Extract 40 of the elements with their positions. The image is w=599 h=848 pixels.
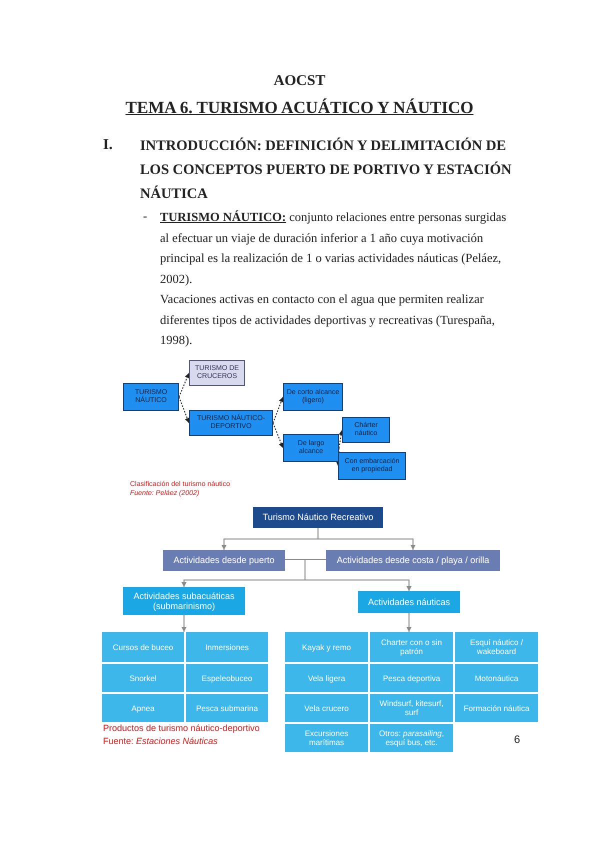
activity-cell: Otros: parasailing, esquí bus, etc. [370, 724, 453, 752]
definition-paragraph: TURISMO NÁUTICO: conjunto relaciones entre personas surgidas al efectuar un viaje de duración inferior a 1 año cuya motivación principal es la realización de 1 o varias actividades náuticas (Peláez, 2002). [160, 209, 508, 288]
activity-cell: Vela crucero [285, 694, 368, 722]
header-box: Turismo Náutico Recreativo [253, 507, 383, 528]
definition-paragraph: Vacaciones activas en contacto con el agua que permiten realizar diferentes tipos de actividades deportivas y recreativas (Turespaña, 1998). [160, 291, 496, 349]
category-box: Actividades desde puerto [163, 550, 285, 571]
arrow [178, 396, 190, 424]
section-number: I. [103, 136, 113, 155]
activity-cell: Esquí náutico / wakeboard [455, 632, 538, 662]
activity-cell: Vela ligera [285, 664, 368, 692]
activity-cell: Pesca submarina [186, 694, 268, 722]
category-box: Actividades desde costa / playa / orilla [326, 550, 500, 571]
category-box: Actividades subacuáticas (submarinismo) [123, 587, 245, 615]
activity-cell: Charter con o sin patrón [370, 632, 453, 662]
activity-cell: Windsurf, kitesurf, surf [370, 694, 453, 722]
section-heading: INTRODUCCIÓN: DEFINICIÓN Y DELIMITACIÓN DE LOS CONCEPTOS PUERTO DE PORTIVO Y ESTACIÓN NÁUTICA [140, 136, 512, 204]
source-note: Fuente: Estaciones Náuticas [103, 735, 218, 748]
arrow [182, 614, 186, 632]
figure-caption: Productos de turismo náutico-deportivo [103, 722, 260, 735]
activity-cell: Snorkel [102, 664, 184, 692]
arrow [304, 559, 412, 592]
activity-cell: Espeleobuceo [186, 664, 268, 692]
document-header: AOCST [272, 72, 326, 91]
arrow [406, 612, 412, 632]
page-number: 6 [514, 733, 520, 748]
activity-cell: Pesca deportiva [370, 664, 453, 692]
activity-cell: Motonáutica [455, 664, 538, 692]
activity-cell: Excursiones marítimas [285, 724, 368, 752]
document-title: TEMA 6. TURISMO ACUÁTICO Y NÁUTICO [124, 97, 474, 119]
category-box: Actividades náuticas [358, 591, 460, 613]
bullet-dash: - [143, 208, 148, 225]
activity-cell: Inmersiones [186, 632, 268, 662]
arrow [178, 372, 190, 398]
arrow [318, 528, 416, 550]
activity-cell: Kayak y remo [285, 632, 368, 662]
activity-cell: Apnea [102, 694, 184, 722]
arrow [272, 422, 284, 448]
activity-cell: Cursos de buceo [102, 632, 184, 662]
arrow [272, 396, 284, 424]
activity-cell: Formación náutica [455, 694, 538, 722]
